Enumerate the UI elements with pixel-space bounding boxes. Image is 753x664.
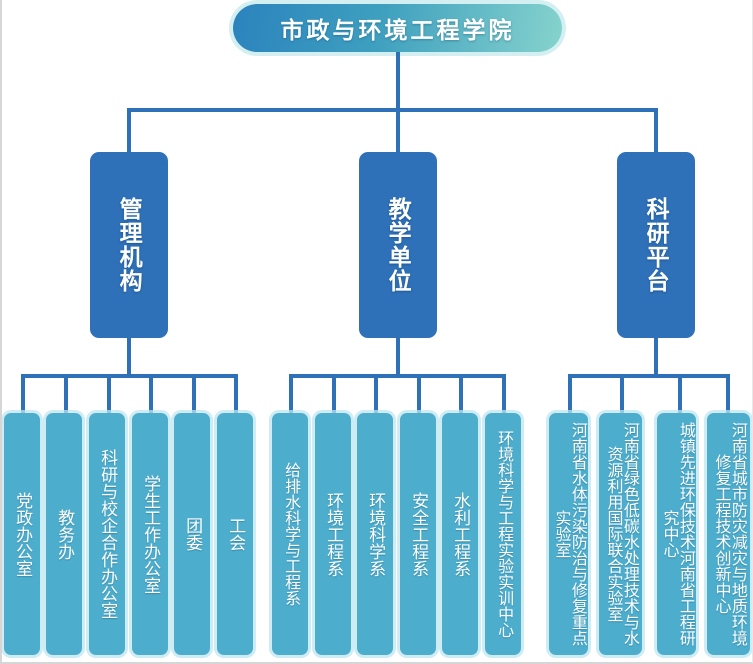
leaf-node-safety-engineering-dept[interactable]: 安全工程系 bbox=[400, 413, 436, 655]
branch-node-label: 教学单位 bbox=[385, 197, 412, 293]
root-node-college[interactable]: 市政与环境工程学院 bbox=[233, 4, 562, 52]
connector-management-child-4 bbox=[192, 374, 196, 415]
leaf-node-label: 环境工程系 bbox=[324, 491, 344, 577]
leaf-node-research-enterprise-office[interactable]: 科研与校企合作办公室 bbox=[89, 413, 125, 655]
connector-management-child-0 bbox=[21, 374, 25, 415]
leaf-node-youth-league-committee[interactable]: 团委 bbox=[174, 413, 210, 655]
leaf-node-student-affairs-office[interactable]: 学生工作办公室 bbox=[132, 413, 168, 655]
leaf-node-water-supply-drainage-dept[interactable]: 给排水科学与工程系 bbox=[272, 413, 308, 655]
connector-management-stem bbox=[127, 338, 131, 377]
leaf-node-label: 团委 bbox=[183, 517, 203, 551]
leaf-node-green-lowcarbon-intl-joint-lab[interactable]: 河南省绿色低碳水处理技术与水资源利用国际联合实验室 bbox=[599, 413, 642, 655]
connector-research-stem bbox=[654, 338, 658, 377]
branch-node-management[interactable]: 管理机构 bbox=[90, 152, 168, 338]
connector-management-child-2 bbox=[107, 374, 111, 415]
leaf-node-urban-disaster-geoenv-innovation-center[interactable]: 河南省城市防灾减灾与地质环境修复工程技术创新中心 bbox=[707, 413, 750, 655]
leaf-node-label: 给排水科学与工程系 bbox=[282, 462, 300, 606]
leaf-node-label: 科研与校企合作办公室 bbox=[98, 449, 118, 619]
connector-management-child-3 bbox=[149, 374, 153, 415]
connector-management-bus bbox=[21, 374, 234, 378]
connector-teaching-bus bbox=[289, 374, 502, 378]
leaf-node-label: 河南省水体污染防治与修复重点实验室 bbox=[552, 422, 586, 646]
connector-drop-management bbox=[127, 108, 131, 154]
connector-research-bus bbox=[568, 374, 730, 378]
connector-research-child-1 bbox=[620, 374, 624, 415]
connector-teaching-child-1 bbox=[332, 374, 336, 415]
connector-root-stem bbox=[396, 52, 400, 110]
connector-drop-teaching bbox=[396, 108, 400, 154]
branch-node-label: 科研平台 bbox=[643, 197, 670, 293]
root-node-label: 市政与环境工程学院 bbox=[280, 17, 515, 43]
leaf-node-label: 环境科学与工程实验实训中心 bbox=[495, 430, 513, 638]
leaf-node-label: 工会 bbox=[226, 517, 246, 551]
connector-teaching-child-2 bbox=[374, 374, 378, 415]
leaf-node-advanced-envprotection-engineering-center[interactable]: 城镇先进环保技术河南省工程研究中心 bbox=[657, 413, 696, 655]
connector-research-child-2 bbox=[678, 374, 682, 415]
leaf-node-environmental-engineering-dept[interactable]: 环境工程系 bbox=[315, 413, 351, 655]
leaf-node-party-admin-office[interactable]: 党政办公室 bbox=[4, 413, 40, 655]
connector-teaching-stem bbox=[396, 338, 400, 377]
leaf-node-label: 学生工作办公室 bbox=[141, 474, 161, 594]
leaf-node-label: 河南省城市防灾减灾与地质环境修复工程技术创新中心 bbox=[712, 422, 746, 646]
connector-management-child-1 bbox=[64, 374, 68, 415]
leaf-node-hydraulic-engineering-dept[interactable]: 水利工程系 bbox=[442, 413, 478, 655]
branch-node-teaching[interactable]: 教学单位 bbox=[359, 152, 437, 338]
leaf-node-environmental-science-dept[interactable]: 环境科学系 bbox=[357, 413, 393, 655]
connector-research-child-3 bbox=[726, 374, 730, 415]
connector-teaching-child-5 bbox=[502, 374, 506, 415]
connector-teaching-child-0 bbox=[289, 374, 293, 415]
leaf-node-label: 安全工程系 bbox=[409, 491, 429, 577]
leaf-node-label: 城镇先进环保技术河南省工程研究中心 bbox=[660, 422, 694, 646]
connector-research-child-0 bbox=[568, 374, 572, 415]
connector-level2-bus bbox=[127, 108, 658, 112]
leaf-node-label: 水利工程系 bbox=[451, 491, 471, 577]
leaf-node-label: 河南省绿色低碳水处理技术与水资源利用国际联合实验室 bbox=[604, 422, 638, 646]
leaf-node-academic-affairs-office[interactable]: 教务办 bbox=[46, 413, 82, 655]
leaf-node-env-experiment-training-center[interactable]: 环境科学与工程实验实训中心 bbox=[485, 413, 521, 655]
branch-node-label: 管理机构 bbox=[116, 197, 143, 293]
leaf-node-label: 环境科学系 bbox=[366, 491, 386, 577]
connector-teaching-child-4 bbox=[459, 374, 463, 415]
leaf-node-label: 党政办公室 bbox=[13, 491, 33, 577]
connector-teaching-child-3 bbox=[417, 374, 421, 415]
leaf-node-water-pollution-key-lab[interactable]: 河南省水体污染防治与修复重点实验室 bbox=[549, 413, 588, 655]
connector-management-child-5 bbox=[234, 374, 238, 415]
connector-drop-research bbox=[654, 108, 658, 154]
branch-node-research[interactable]: 科研平台 bbox=[617, 152, 695, 338]
leaf-node-labor-union[interactable]: 工会 bbox=[217, 413, 253, 655]
leaf-node-label: 教务办 bbox=[55, 508, 75, 560]
